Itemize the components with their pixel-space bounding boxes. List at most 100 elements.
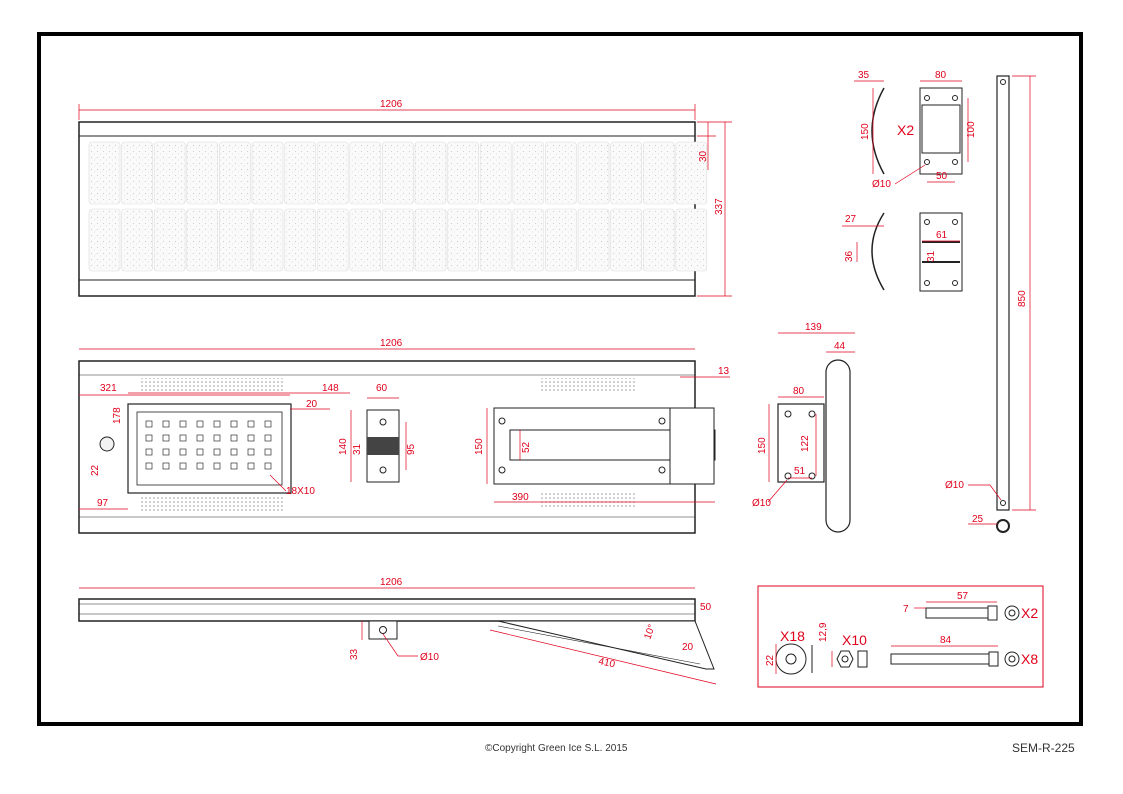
led-chip bbox=[162, 448, 170, 456]
solar-cell bbox=[316, 141, 349, 205]
hw-label-x10: X10 bbox=[842, 632, 867, 648]
solar-cell bbox=[219, 208, 251, 272]
solar-cell bbox=[153, 208, 186, 272]
led-chip bbox=[162, 462, 170, 470]
clamp-mid-label-27: 27 bbox=[845, 214, 857, 225]
front-label-148: 148 bbox=[322, 383, 339, 394]
clamp-label-35: 35 bbox=[858, 70, 870, 81]
front-label-60: 60 bbox=[376, 383, 388, 394]
solar-cell bbox=[349, 208, 382, 272]
led-chip bbox=[213, 448, 221, 456]
clamp-label-x2: X2 bbox=[897, 122, 914, 138]
hw-label-x18: X18 bbox=[780, 628, 805, 644]
solar-cell bbox=[479, 141, 512, 205]
led-chip bbox=[247, 448, 255, 456]
solar-cell bbox=[447, 141, 479, 205]
side-label-20: 20 bbox=[682, 642, 694, 653]
clamp-label-50: 50 bbox=[936, 171, 948, 182]
drawing-code: SEM-R-225 bbox=[1012, 741, 1075, 755]
led-chip bbox=[179, 448, 187, 456]
solar-cell bbox=[414, 141, 447, 205]
solar-cell bbox=[251, 208, 284, 272]
solar-cell bbox=[610, 208, 642, 272]
led-chip bbox=[196, 448, 204, 456]
led-chip bbox=[162, 420, 170, 428]
bracket-label-80: 80 bbox=[793, 386, 805, 397]
solar-cell bbox=[642, 141, 675, 205]
solar-cell bbox=[186, 141, 219, 205]
front-label-140: 140 bbox=[338, 438, 349, 455]
solar-cell bbox=[577, 141, 610, 205]
solar-cell bbox=[382, 141, 414, 205]
front-label-97: 97 bbox=[97, 498, 109, 509]
led-chip bbox=[230, 420, 238, 428]
solar-cell bbox=[186, 208, 219, 272]
side-label-50: 50 bbox=[700, 602, 712, 613]
solar-cell bbox=[675, 141, 708, 205]
solar-cell bbox=[251, 141, 284, 205]
led-chip bbox=[179, 420, 187, 428]
led-chip bbox=[162, 434, 170, 442]
bracket-label-122: 122 bbox=[800, 435, 811, 452]
led-chip bbox=[213, 420, 221, 428]
bracket-label-150: 150 bbox=[757, 437, 768, 454]
solar-cell bbox=[479, 208, 512, 272]
solar-cell bbox=[675, 208, 708, 272]
front-label-22: 22 bbox=[90, 464, 101, 476]
led-chip bbox=[145, 434, 153, 442]
side-label-d10: Ø10 bbox=[420, 652, 439, 663]
front-label-31: 31 bbox=[352, 443, 363, 455]
solar-cell bbox=[316, 208, 349, 272]
solar-cell bbox=[610, 141, 642, 205]
bracket-label-44: 44 bbox=[834, 341, 846, 352]
solar-cell bbox=[219, 141, 251, 205]
bracket-view: 139 44 80 150 122 51 Ø10 bbox=[752, 322, 855, 533]
pole-label-d10: Ø10 bbox=[945, 480, 964, 491]
solar-cell bbox=[121, 141, 153, 205]
solar-cell bbox=[414, 208, 447, 272]
pole-view: 850 Ø10 25 bbox=[945, 75, 1036, 533]
clamp-mid-label-36: 36 bbox=[844, 250, 855, 262]
solar-cell bbox=[88, 141, 121, 205]
side-view: 1206 50 33 Ø10 10° 20 410 bbox=[78, 577, 717, 685]
front-label-18x10: 18X10 bbox=[286, 486, 315, 497]
hw-label-x2: X2 bbox=[1021, 605, 1038, 621]
solar-cell bbox=[577, 208, 610, 272]
led-chip bbox=[230, 462, 238, 470]
solar-cell bbox=[349, 141, 382, 205]
hw-label-22: 22 bbox=[765, 654, 776, 666]
solar-cell bbox=[512, 141, 545, 205]
hw-label-57: 57 bbox=[957, 591, 969, 602]
top-view: 1206 337 30 bbox=[78, 99, 732, 297]
clamp-label-150: 150 bbox=[860, 123, 871, 140]
hw-label-12-9: 12,9 bbox=[818, 622, 829, 642]
clamp-mid-label-31: 31 bbox=[926, 250, 937, 262]
led-chip bbox=[213, 434, 221, 442]
led-chip bbox=[247, 462, 255, 470]
side-width-label: 1206 bbox=[380, 577, 403, 588]
led-chip bbox=[196, 420, 204, 428]
front-label-390: 390 bbox=[512, 492, 529, 503]
copyright-text: ©Copyright Green Ice S.L. 2015 bbox=[485, 743, 628, 754]
solar-cell bbox=[545, 141, 577, 205]
front-label-150: 150 bbox=[474, 438, 485, 455]
led-chip bbox=[230, 448, 238, 456]
led-chip bbox=[264, 420, 272, 428]
bracket-label-51: 51 bbox=[794, 466, 806, 477]
solar-cell bbox=[153, 141, 186, 205]
clamp-label-d10: Ø10 bbox=[872, 179, 891, 190]
led-chip bbox=[264, 448, 272, 456]
led-chip bbox=[196, 462, 204, 470]
led-chip bbox=[196, 434, 204, 442]
front-label-52: 52 bbox=[521, 441, 532, 453]
led-chip bbox=[145, 448, 153, 456]
clamp-mid-view: 27 61 36 31 bbox=[842, 212, 963, 292]
top-edge-label: 30 bbox=[698, 150, 709, 162]
led-chip bbox=[264, 462, 272, 470]
led-chip bbox=[179, 434, 187, 442]
solar-cell bbox=[88, 208, 121, 272]
front-label-95: 95 bbox=[406, 443, 417, 455]
led-chip bbox=[247, 434, 255, 442]
led-chip bbox=[247, 420, 255, 428]
front-label-13: 13 bbox=[718, 366, 730, 377]
